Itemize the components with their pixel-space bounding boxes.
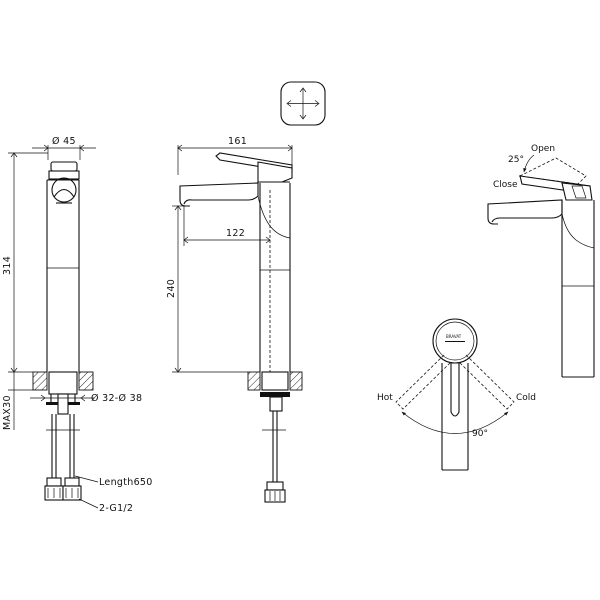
label-angle-90: 90° <box>472 429 488 439</box>
label-cold: Cold <box>516 393 536 403</box>
cross-handle-symbol-icon <box>280 81 326 126</box>
side-dim-spout-height: 240 <box>166 279 177 298</box>
label-angle-25: 25° <box>508 155 524 165</box>
side-dim-spout-reach: 122 <box>226 228 245 239</box>
connection-label: 2-G1/2 <box>99 503 133 514</box>
operation-top-view: BRAVAT Hot Cold 90° <box>377 318 536 471</box>
front-dim-height: 314 <box>2 256 13 275</box>
hose-length-label: Length650 <box>99 477 153 488</box>
front-dim-width: Ø 45 <box>52 136 76 147</box>
label-open: Open <box>531 144 555 154</box>
operation-side-view: Open 25° Close <box>487 144 595 378</box>
brand-logo-text: BRAVAT <box>446 334 462 339</box>
label-close: Close <box>493 180 518 190</box>
front-view: Ø 45 314 MAX30 Ø 3 <box>2 136 153 514</box>
front-dim-hole: Ø 32-Ø 38 <box>91 393 142 404</box>
side-dim-total-length: 161 <box>228 136 247 147</box>
label-hot: Hot <box>377 393 393 403</box>
front-dim-max: MAX30 <box>2 395 13 430</box>
side-view: 161 122 240 <box>166 136 303 503</box>
